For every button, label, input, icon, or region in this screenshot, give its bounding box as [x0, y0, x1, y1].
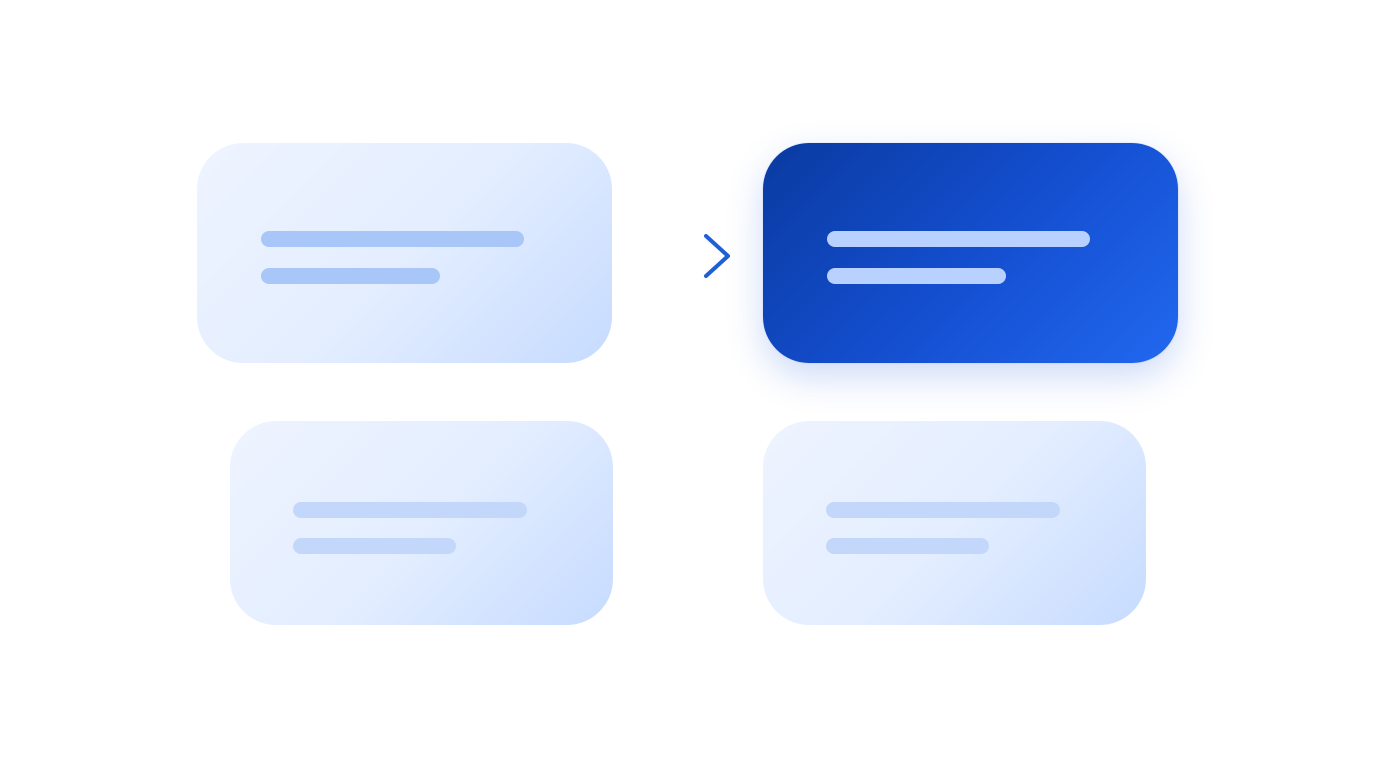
card-bottom-right	[763, 421, 1146, 625]
text-line-placeholder	[826, 502, 1060, 518]
card-top-left	[197, 143, 612, 363]
text-line-placeholder	[261, 231, 524, 247]
text-line-placeholder	[827, 231, 1090, 247]
text-line-placeholder	[826, 538, 989, 554]
card-top-right-active	[763, 143, 1178, 363]
text-line-placeholder	[293, 502, 527, 518]
text-line-placeholder	[261, 268, 440, 284]
text-line-placeholder	[293, 538, 456, 554]
arrow-right-icon	[610, 234, 730, 278]
text-line-placeholder	[827, 268, 1006, 284]
card-bottom-left	[230, 421, 613, 625]
arrow-head	[704, 234, 730, 278]
